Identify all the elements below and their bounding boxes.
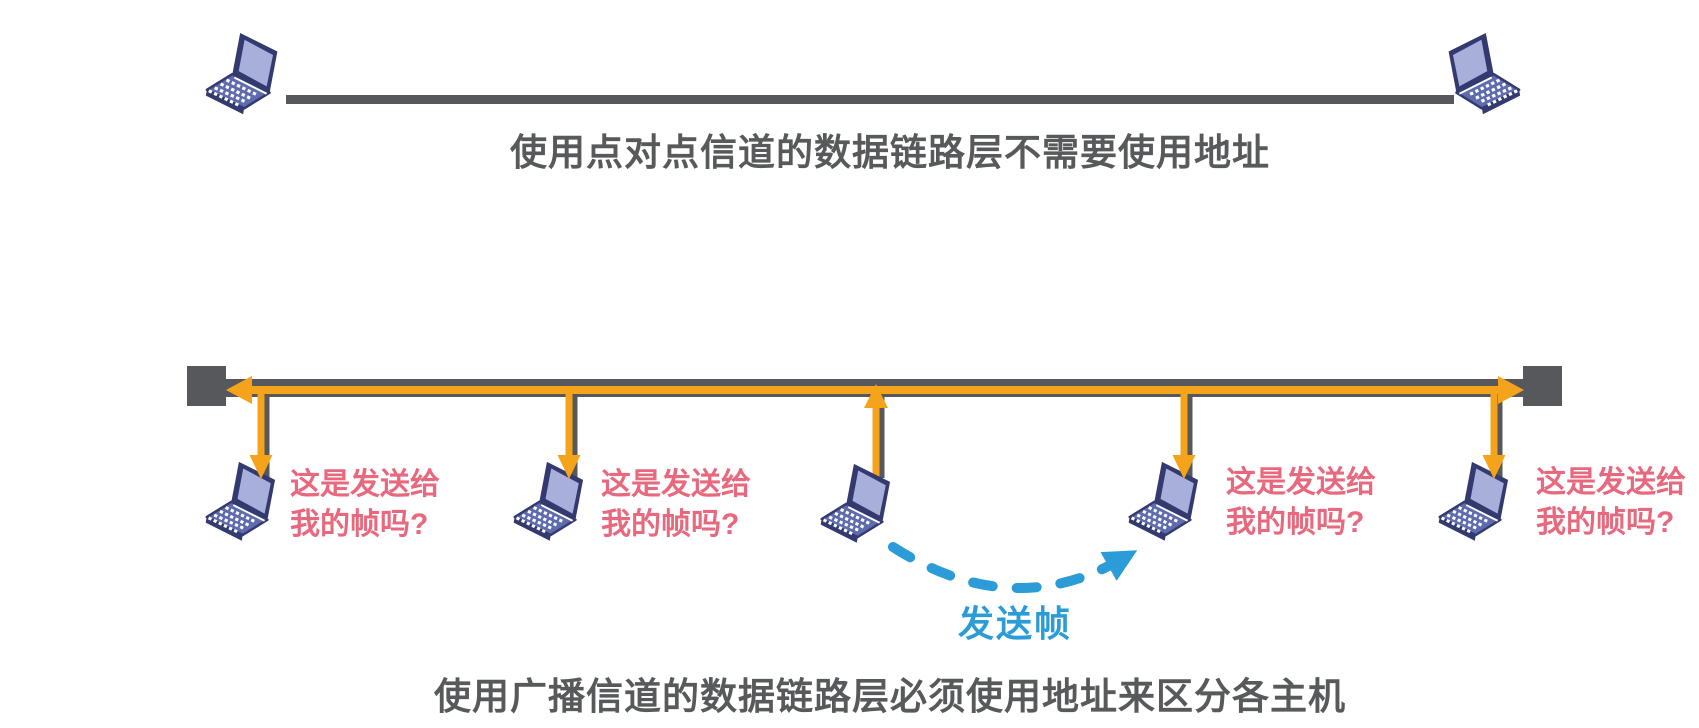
frame-question-line2: 我的帧吗? — [1536, 506, 1675, 539]
down-arrowhead — [1172, 455, 1196, 479]
up-arrowhead — [864, 384, 888, 408]
frame-question-line2: 我的帧吗? — [290, 508, 429, 541]
frame-question-line1: 这是发送给 — [290, 468, 440, 501]
frame-question-line2: 我的帧吗? — [1226, 506, 1365, 539]
laptop-icon — [1447, 31, 1522, 116]
p2p-link-line — [286, 95, 1454, 104]
frame-question-line2: 我的帧吗? — [601, 508, 740, 541]
frame-question-label: 这是发送给 我的帧吗? — [601, 465, 801, 545]
broadcast-caption: 使用广播信道的数据链路层必须使用地址来区分各主机 — [434, 676, 1346, 717]
send-frame-label: 发送帧 — [958, 603, 1073, 644]
frame-question-line1: 这是发送给 — [601, 468, 751, 501]
down-arrowhead — [557, 455, 581, 479]
down-arrowhead — [1482, 455, 1506, 479]
bus-arrowhead-left — [226, 376, 252, 404]
bus-terminator-left — [187, 366, 226, 406]
send-frame-arc-arrow — [888, 542, 1138, 594]
down-arrowhead — [249, 455, 273, 479]
bus-terminator-right — [1523, 366, 1562, 406]
frame-question-label: 这是发送给 我的帧吗? — [1536, 463, 1699, 543]
down-arrows — [249, 388, 1506, 479]
laptop-icon — [204, 31, 279, 116]
frame-question-label: 这是发送给 我的帧吗? — [290, 465, 490, 545]
frame-question-line1: 这是发送给 — [1536, 466, 1686, 499]
frame-question-label: 这是发送给 我的帧吗? — [1226, 463, 1426, 543]
p2p-caption: 使用点对点信道的数据链路层不需要使用地址 — [510, 132, 1270, 173]
frame-question-line1: 这是发送给 — [1226, 466, 1376, 499]
bus-arrowhead-right — [1498, 376, 1524, 404]
